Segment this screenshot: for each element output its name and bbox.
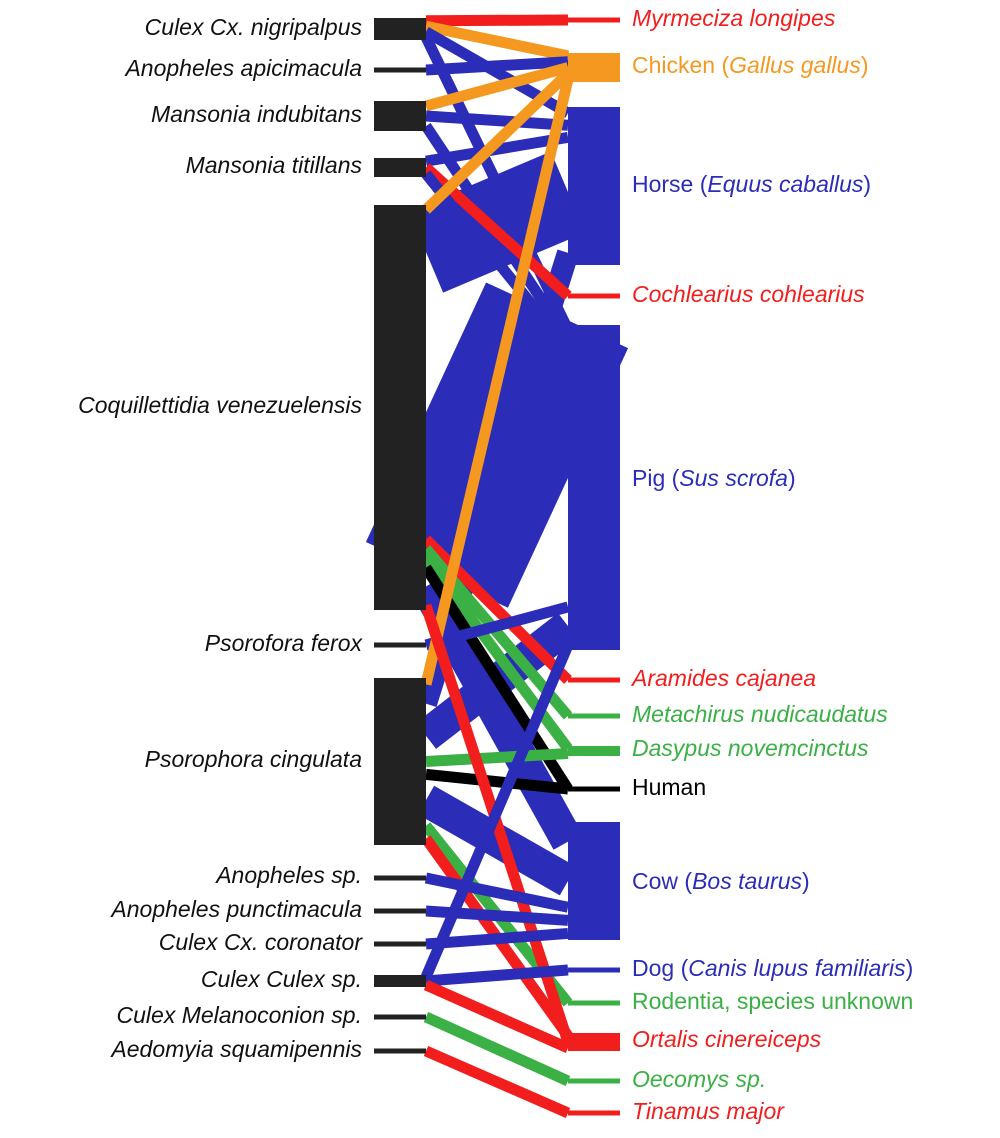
link-m0-h0 [425,14,569,27]
link-m3-h4 [421,170,573,353]
link-m1-h1 [425,56,569,76]
host-label: Ortalis cinereiceps [632,1026,822,1052]
mosquito-label: Anopheles apicimacula [123,55,362,81]
mosquito-bar [374,18,426,40]
host-label: Myrmeciza longipes [632,5,836,31]
host-label-part: Sus scrofa [679,465,788,491]
link-m2-h1 [424,62,570,112]
link-m12-h14 [423,1045,571,1119]
mosquito-label: Mansonia indubitans [151,101,362,127]
link-m9-h9 [425,927,569,950]
host-label-part: Dasypus novemcinctus [632,735,869,761]
mosquito-bars [374,18,426,1054]
link-m5-h4 [424,601,570,651]
host-label-part: Horse ( [632,171,708,197]
host-bar [568,107,620,265]
mosquito-label: Anopheles sp. [214,862,362,888]
host-label-part: ) [788,465,796,491]
mosquito-label: Culex Melanoconion sp. [117,1002,362,1028]
link-m10-h12 [423,979,571,1054]
mosquito-label: Culex Culex sp. [201,966,362,992]
host-label-part: Cow ( [632,868,692,894]
host-label-part: Gallus gallus [729,52,861,78]
link-m0-h1 [424,20,570,62]
host-label: Cochlearius cohlearius [632,281,865,307]
host-label-part: Equus caballus [707,171,863,197]
feeding-links [365,14,629,1119]
mosquito-label: Psorofora ferox [205,630,364,656]
host-label-part: Metachirus nudicaudatus [632,701,888,727]
mosquito-label: Psorophora cingulata [145,746,362,772]
mosquito-label: Culex Cx. coronator [159,929,364,955]
host-label-part: Ortalis cinereiceps [632,1026,822,1052]
link-m6-h8 [425,768,569,795]
host-bar [568,1033,620,1051]
host-label-part: ) [861,52,869,78]
host-label-part: Oecomys sp. [632,1066,766,1092]
link-m2-h2 [425,110,569,131]
host-label: Dog (Canis lupus familiaris) [632,955,913,981]
host-label-part: Tinamus major [632,1098,785,1124]
host-label-part: ) [802,868,810,894]
host-label: Chicken (Gallus gallus) [632,52,869,78]
host-bar [568,325,620,650]
host-label-part: Bos taurus [692,868,802,894]
mosquito-bar [374,101,426,131]
host-bar [568,746,620,756]
mosquito-bar [374,158,426,177]
mosquito-label: Mansonia titillans [186,152,363,178]
host-bar [568,822,620,940]
link-m3-h2 [425,131,569,167]
link-m10-h10 [425,964,569,987]
host-label: Aramides cajanea [630,665,816,691]
host-label: Dasypus novemcinctus [632,735,869,761]
host-label-part: Cochlearius cohlearius [632,281,865,307]
host-label-part: Myrmeciza longipes [632,5,836,31]
host-label: Tinamus major [632,1098,785,1124]
mosquito-bar [374,975,426,987]
host-label-part: Chicken ( [632,52,729,78]
link-m6-h1 [420,77,574,686]
mosquito-bar [374,678,426,845]
host-label-part: ) [906,955,914,981]
host-label: Rodentia, species unknown [632,988,913,1014]
host-label: Cow (Bos taurus) [632,868,810,894]
link-m4-h1 [422,69,572,214]
host-label: Human [632,774,706,800]
link-m6-h7 [425,748,569,767]
host-label-part: Rodentia, species unknown [632,988,913,1014]
host-label: Metachirus nudicaudatus [632,701,888,727]
mosquito-label: Culex Cx. nigripalpus [145,14,363,40]
mosquito-label: Anopheles punctimacula [109,896,362,922]
host-bars [568,17,620,1116]
mosquito-label: Coquillettidia venezuelensis [78,392,362,418]
mosquito-label: Aedomyia squamipennis [109,1036,362,1062]
host-label: Horse (Equus caballus) [632,171,871,197]
host-label-part: Canis lupus familiaris [688,955,906,981]
link-m7-h9 [424,872,570,913]
host-label-part: Pig ( [632,465,680,491]
mosquito-bar [374,205,426,610]
link-m10-h4 [420,643,574,980]
host-bar [568,53,620,82]
host-label-part: Aramides cajanea [630,665,816,691]
host-label-part: Dog ( [632,955,689,981]
host-label: Oecomys sp. [632,1066,766,1092]
host-label-part: Human [632,774,706,800]
link-m11-h13 [423,1011,571,1087]
host-label-part: ) [863,171,871,197]
host-label: Pig (Sus scrofa) [632,465,796,491]
